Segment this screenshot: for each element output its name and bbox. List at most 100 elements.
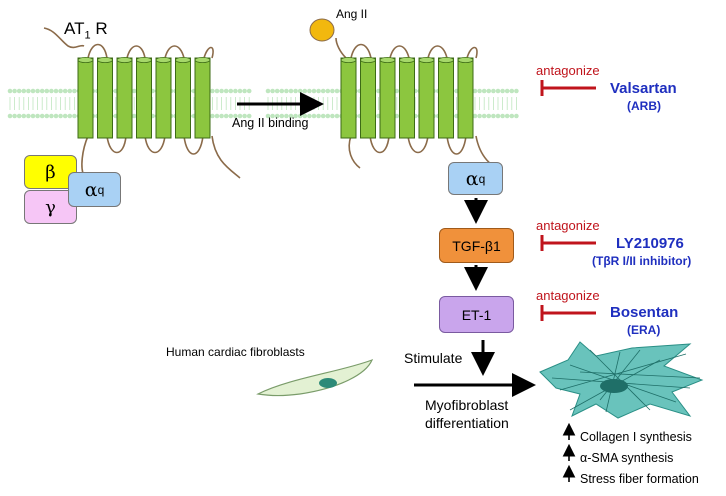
right-receptor-helix-cap-2 <box>360 57 376 64</box>
left-membrane-lipid-head <box>30 113 36 119</box>
right-membrane-lipid-head <box>316 88 321 94</box>
right-membrane-lipid-head <box>288 88 294 94</box>
right-receptor-helix-cap-1 <box>340 57 357 64</box>
alpha-main-left: α <box>84 178 98 201</box>
left-membrane-lipid-head <box>228 113 234 119</box>
left-membrane-lipid-head <box>35 113 40 119</box>
right-membrane-lipid-head <box>279 88 285 94</box>
right-membrane-lipid-head <box>270 88 275 94</box>
bosentan-action: antagonize <box>536 288 600 303</box>
right-receptor-helix-6 <box>438 57 454 139</box>
tgf-beta1-box: TGF-β1 <box>439 228 514 263</box>
left-membrane-lipid-head <box>233 113 238 119</box>
right-membrane-lipid-head <box>334 113 340 119</box>
ly210976-action: antagonize <box>536 218 600 233</box>
right-membrane-lipid-head <box>514 88 519 94</box>
stimulate-label: Stimulate <box>404 350 463 366</box>
right-membrane-lipid-head <box>477 88 482 94</box>
left-receptor-helix-cap-3 <box>116 57 133 64</box>
receptor-label: AT1 R <box>64 20 108 41</box>
left-membrane-lipid-head <box>67 88 73 94</box>
left-membrane-lipid-head <box>62 88 68 94</box>
left-membrane-lipid-head <box>237 113 243 119</box>
right-membrane-lipid-head <box>311 113 317 119</box>
right-receptor-helices <box>340 57 474 139</box>
right-membrane-lipid-head <box>491 113 496 119</box>
left-membrane-lipid-head <box>214 88 220 94</box>
right-membrane-lipid-head <box>481 113 487 119</box>
left-membrane-lipid-head <box>131 113 137 119</box>
right-receptor-helix-1 <box>340 57 357 139</box>
left-membrane-lipid-head <box>246 88 252 94</box>
ang-ii-ligand <box>309 18 335 42</box>
left-membrane-lipid-head <box>72 113 77 119</box>
right-membrane-lipid-head <box>491 88 496 94</box>
left-membrane-lipid-head <box>44 88 50 94</box>
right-membrane-lipid-head <box>394 113 400 119</box>
right-membrane-lipid-head <box>274 113 280 119</box>
right-receptor-helix-cap-3 <box>379 57 396 64</box>
left-membrane-lipid-head <box>210 113 215 119</box>
outcome-sma: α-SMA synthesis <box>580 451 674 465</box>
valsartan-drug: Valsartan <box>610 80 677 97</box>
ly210976-drug: LY210976 <box>616 235 684 252</box>
fibroblast-label: Human cardiac fibroblasts <box>166 345 305 359</box>
left-membrane-lipid-head <box>228 88 234 94</box>
left-receptor-helix-3 <box>116 57 133 139</box>
right-membrane-lipid-head <box>509 88 515 94</box>
left-membrane-lipid-head <box>53 88 59 94</box>
right-membrane-lipid-head <box>486 88 492 94</box>
right-membrane-lipid-head <box>320 88 326 94</box>
left-receptor-helix-cap-4 <box>136 57 152 64</box>
right-membrane-lipid-head <box>307 88 312 94</box>
left-receptor-helices <box>77 57 211 139</box>
right-membrane-lipid-head <box>311 88 317 94</box>
left-membrane-lipid-head <box>242 88 247 94</box>
right-membrane-lipid-head <box>500 88 505 94</box>
right-membrane-lipid-head <box>325 88 331 94</box>
receptor-label-main: AT <box>64 19 85 38</box>
right-membrane-lipid-head <box>500 113 505 119</box>
ly210976-antagonist-bar <box>540 235 596 251</box>
left-membrane-lipid-head <box>12 88 17 94</box>
ang-ii-label: Ang II <box>336 7 368 21</box>
right-membrane-lipid-head <box>284 113 289 119</box>
fibroblast-cell <box>256 358 374 397</box>
left-membrane-lipid-head <box>58 88 63 94</box>
left-membrane-lipid-head <box>49 88 54 94</box>
left-membrane-lipid-head <box>67 113 73 119</box>
left-membrane-lipid-head <box>210 88 215 94</box>
left-receptor-helix-cap-1 <box>77 57 94 64</box>
left-membrane-lipid-head <box>26 113 31 119</box>
left-receptor-helix-6 <box>175 57 191 139</box>
right-membrane-lipid-head <box>514 113 519 119</box>
right-membrane-lipid-head <box>293 113 298 119</box>
left-membrane-lipid-head <box>62 113 68 119</box>
left-receptor-helix-cap-7 <box>194 57 211 64</box>
binding-label: Ang II binding <box>232 116 309 130</box>
right-membrane-lipid-head <box>320 113 326 119</box>
right-receptor-helix-cap-5 <box>418 57 435 64</box>
right-membrane-lipid-head <box>265 113 271 119</box>
right-membrane-lipid-head <box>495 88 501 94</box>
left-membrane-lipid-head <box>35 88 40 94</box>
left-membrane-lipid-head <box>7 88 13 94</box>
right-membrane-lipid-head <box>302 88 308 94</box>
left-membrane-lipid-head <box>49 113 54 119</box>
right-membrane-lipid-head <box>325 113 331 119</box>
right-membrane-lipid-head <box>274 88 280 94</box>
right-receptor-helix-2 <box>360 57 376 139</box>
left-membrane-lipid-head <box>58 113 63 119</box>
right-membrane-lipid-head <box>284 88 289 94</box>
myofibroblast-cell <box>539 341 704 419</box>
right-membrane-lipid-head <box>509 113 515 119</box>
left-receptor-helix-2 <box>97 57 113 139</box>
right-membrane-lipid-head <box>504 113 510 119</box>
left-membrane-lipid-head <box>242 113 247 119</box>
left-membrane-lipid-head <box>131 88 137 94</box>
receptor-label-tail: R <box>90 19 108 38</box>
right-membrane-lipid-head <box>477 113 482 119</box>
left-membrane-lipid-head <box>233 88 238 94</box>
